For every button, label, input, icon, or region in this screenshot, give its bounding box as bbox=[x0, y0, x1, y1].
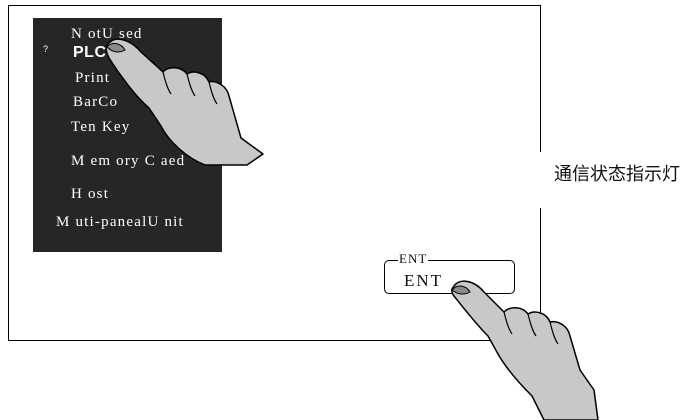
ent-ghost-label: ENT bbox=[398, 251, 429, 266]
menu-item-multi-panel-unit[interactable]: M uti-panealU nit bbox=[56, 214, 184, 230]
pointing-hand-icon bbox=[451, 280, 599, 420]
menu-item-printer[interactable]: Print bbox=[75, 70, 111, 86]
menu-marker: ? bbox=[43, 44, 49, 54]
pointing-hand-icon bbox=[105, 38, 264, 166]
frame-gap bbox=[536, 152, 546, 208]
menu-item-ten-key[interactable]: Ten Key bbox=[71, 119, 131, 135]
ent-button[interactable] bbox=[384, 260, 515, 294]
menu-item-host[interactable]: H ost bbox=[71, 186, 110, 202]
ent-button-label: ENT bbox=[404, 271, 444, 290]
menu-item-plc[interactable]: PLC bbox=[73, 44, 107, 61]
menu-item-memory-card[interactable]: M em ory C aed bbox=[71, 153, 186, 169]
menu-item-not-used[interactable]: N otU sed bbox=[71, 26, 143, 42]
menu-item-barcode[interactable]: BarCo bbox=[73, 94, 119, 110]
status-indicator-label: 通信状态指示灯 bbox=[552, 160, 682, 186]
